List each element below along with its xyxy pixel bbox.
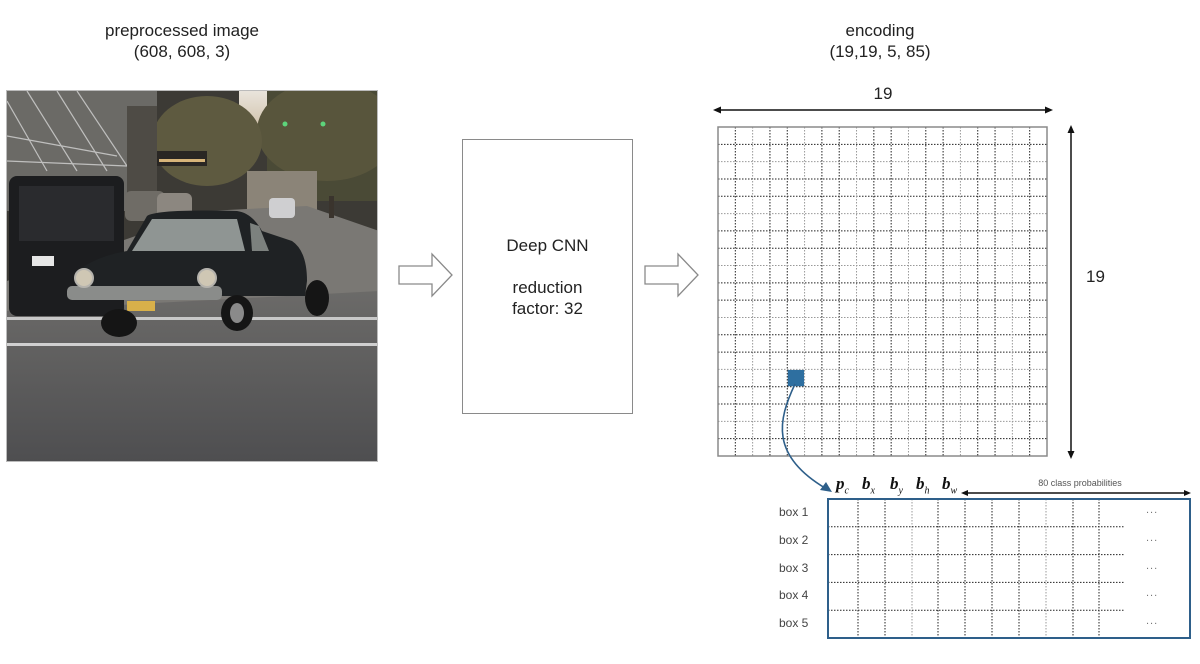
input-shape: (608, 608, 3) [133,42,231,61]
encoding-grid [717,126,1048,457]
input-photo [6,90,378,462]
cnn-reduction-line2: factor: 32 [512,298,583,318]
right-arrow-icon [644,252,699,298]
cnn-name: Deep CNN [506,235,589,255]
grid-width-label: 19 [873,84,893,103]
right-arrow-icon [398,252,453,298]
anchor-box-table [827,498,1191,639]
anchor-row-label: box 3 [779,560,809,575]
encoding-title: encoding [845,21,915,40]
horizontal-double-arrow-icon [713,106,1053,114]
anchor-row-label: box 4 [779,588,809,603]
vector-label-by: by [890,474,903,497]
vertical-double-arrow-icon [1067,125,1075,459]
input-title: preprocessed image [104,21,260,40]
ellipsis-icon: ... [1146,531,1159,544]
vector-label-bw: bw [942,474,958,497]
cnn-reduction-line1: reduction [512,277,583,297]
vector-label-pc: pc [836,474,849,497]
input-title-block: preprocessed image (608, 608, 3) [66,20,298,62]
ellipsis-icon: ... [1146,615,1159,628]
vector-label-bx: bx [862,474,875,497]
vector-label-bh: bh [916,474,930,497]
class-span-double-arrow-icon [961,490,1191,496]
grid-height-label: 19 [1086,267,1105,286]
encoding-shape: (19,19, 5, 85) [829,42,931,61]
highlighted-grid-cell [787,369,805,387]
ellipsis-icon: ... [1146,559,1159,572]
curved-arrow-icon [781,383,832,492]
anchor-row-label: box 5 [779,616,809,631]
street-scene-image [7,91,377,461]
anchor-row-label: box 1 [779,504,809,519]
deep-cnn-box: Deep CNN reduction factor: 32 [462,139,633,414]
encoding-title-block: encoding (19,19, 5, 85) [780,20,980,62]
anchor-row-label: box 2 [779,532,809,547]
ellipsis-icon: ... [1146,587,1159,600]
ellipsis-icon: ... [1146,503,1159,516]
class-probabilities-label: 80 class probabilities [1038,478,1122,488]
